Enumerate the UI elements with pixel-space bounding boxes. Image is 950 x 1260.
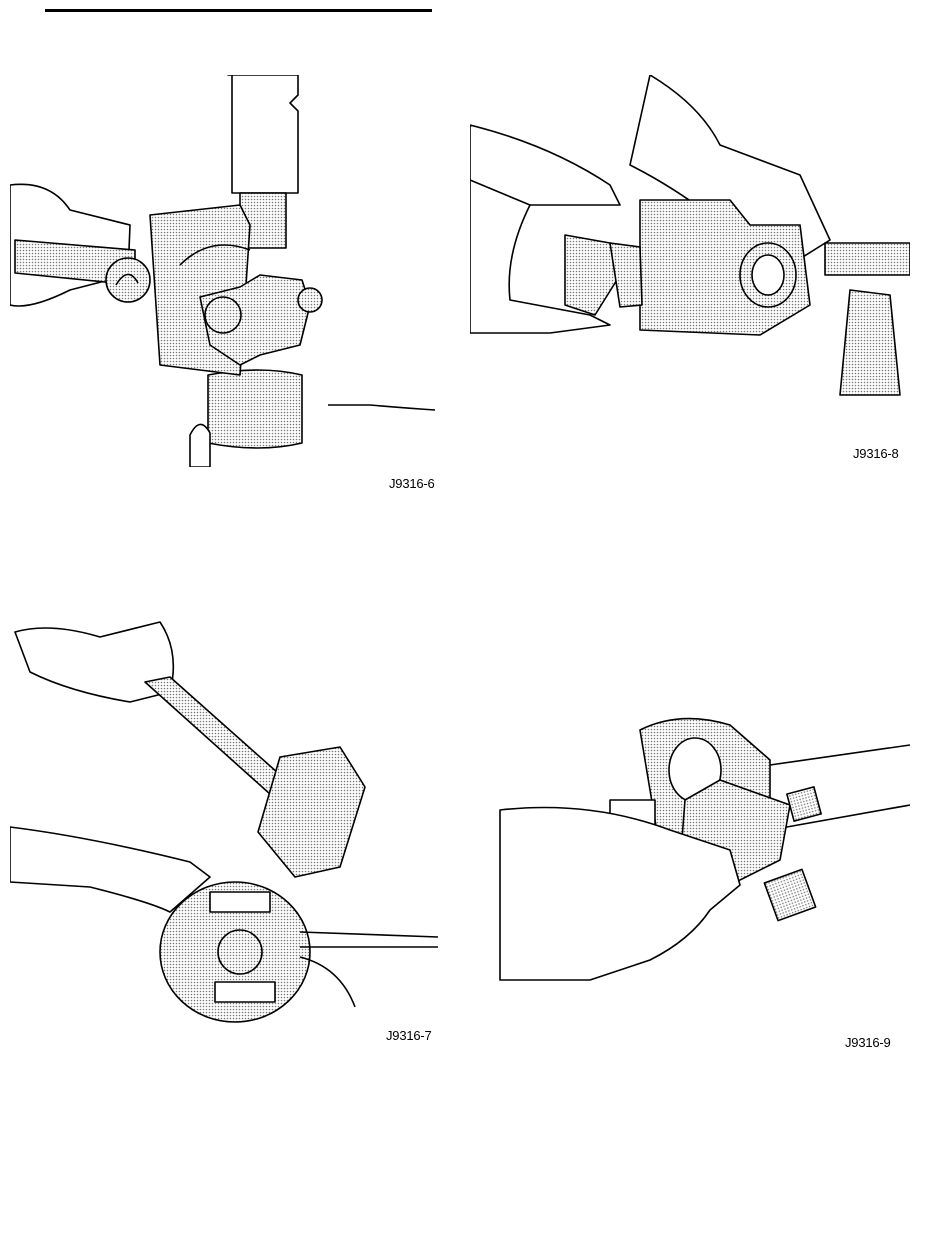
figure-label: J9316-9 [845,1035,891,1050]
remove-cross-from-yoke-illustration [470,710,910,1000]
figure-label: J9316-8 [853,446,899,461]
hammer-yoke-illustration [10,612,438,1024]
figure-label: J9316-7 [386,1028,432,1043]
press-universal-joint-illustration [10,75,438,467]
remove-yoke-bearing-cap-illustration [470,75,910,405]
figure-label: J9316-6 [389,476,435,491]
header-rule [45,9,432,12]
